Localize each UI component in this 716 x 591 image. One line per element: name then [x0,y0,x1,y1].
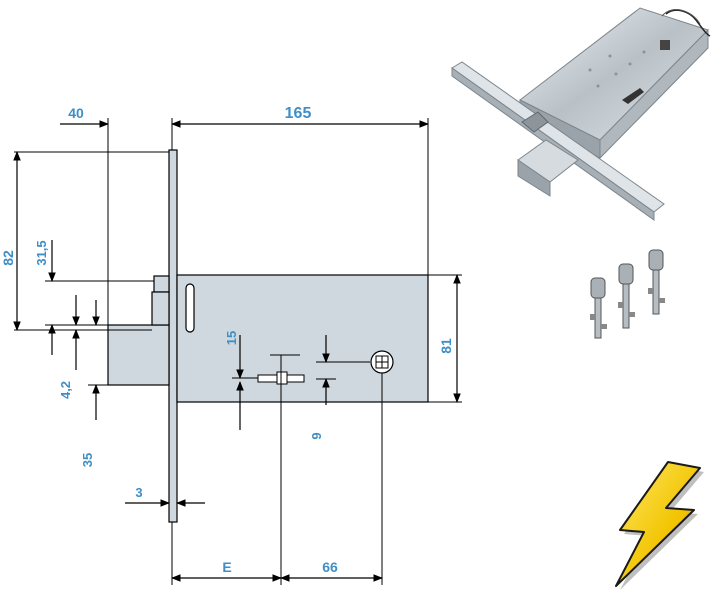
mortise-lock-photo-icon [451,7,711,221]
dim-3: 3 [135,485,142,500]
deadbolt [107,324,170,386]
dim-40: 40 [68,105,84,121]
dim-165: 165 [285,105,312,122]
keys-icon [590,249,665,339]
dim-35: 35 [80,453,95,467]
dim-15: 15 [224,331,239,345]
latch-body [151,291,170,326]
dim-81: 81 [438,338,454,354]
dim-4-2: 4,2 [58,381,73,399]
lock-drawing: 40 165 82 31,5 4,2 35 3 15 9 81 E 66 [0,105,462,585]
dim-66: 66 [322,559,338,575]
lock-case [176,274,429,403]
latch-top [153,275,170,293]
faceplate [168,149,178,523]
dim-e: E [222,559,231,575]
dim-31-5: 31,5 [34,240,49,265]
dim-9: 9 [309,432,324,439]
latch-slot [185,283,195,333]
dim-82: 82 [0,250,16,266]
lightning-bolt-icon [615,461,704,590]
